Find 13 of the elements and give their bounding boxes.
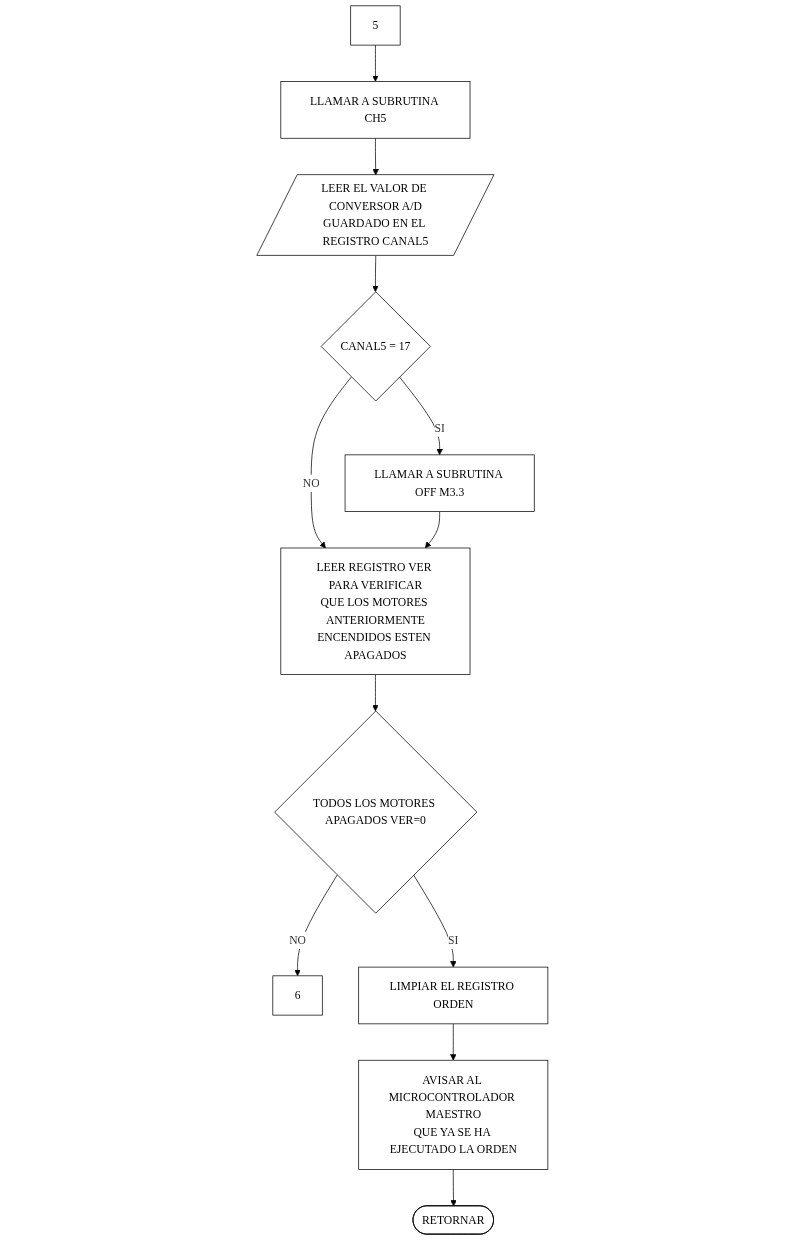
node-box: LIMPIAR EL REGISTRO ORDEN [358, 966, 549, 1025]
node-box: LEER REGISTRO VER PARA VERIFICAR QUE LOS MOTORES ANTERIORMENTE ENCENDIDOS ESTEN APAGADOS [280, 547, 471, 675]
node-box: AVISAR AL MICROCONTROLADOR MAESTRO QUE YA SE HA EJECUTADO LA ORDEN [358, 1059, 549, 1170]
node-box: 5 [350, 5, 401, 46]
node-box: LLAMAR A SUBRUTINA OFF M3.3 [344, 454, 535, 512]
node-diamond: CANAL5 = 17 [320, 291, 431, 402]
node-box: LLAMAR A SUBRUTINA CH5 [280, 81, 471, 139]
edge-label: NO [289, 933, 307, 946]
node-box: 6 [272, 975, 323, 1016]
edge-label: SI [434, 421, 445, 434]
node-diamond: TODOS LOS MOTORES APAGADOS VER=0 [274, 710, 478, 914]
edge-label: SI [448, 933, 459, 946]
edge-label: NO [302, 476, 320, 490]
